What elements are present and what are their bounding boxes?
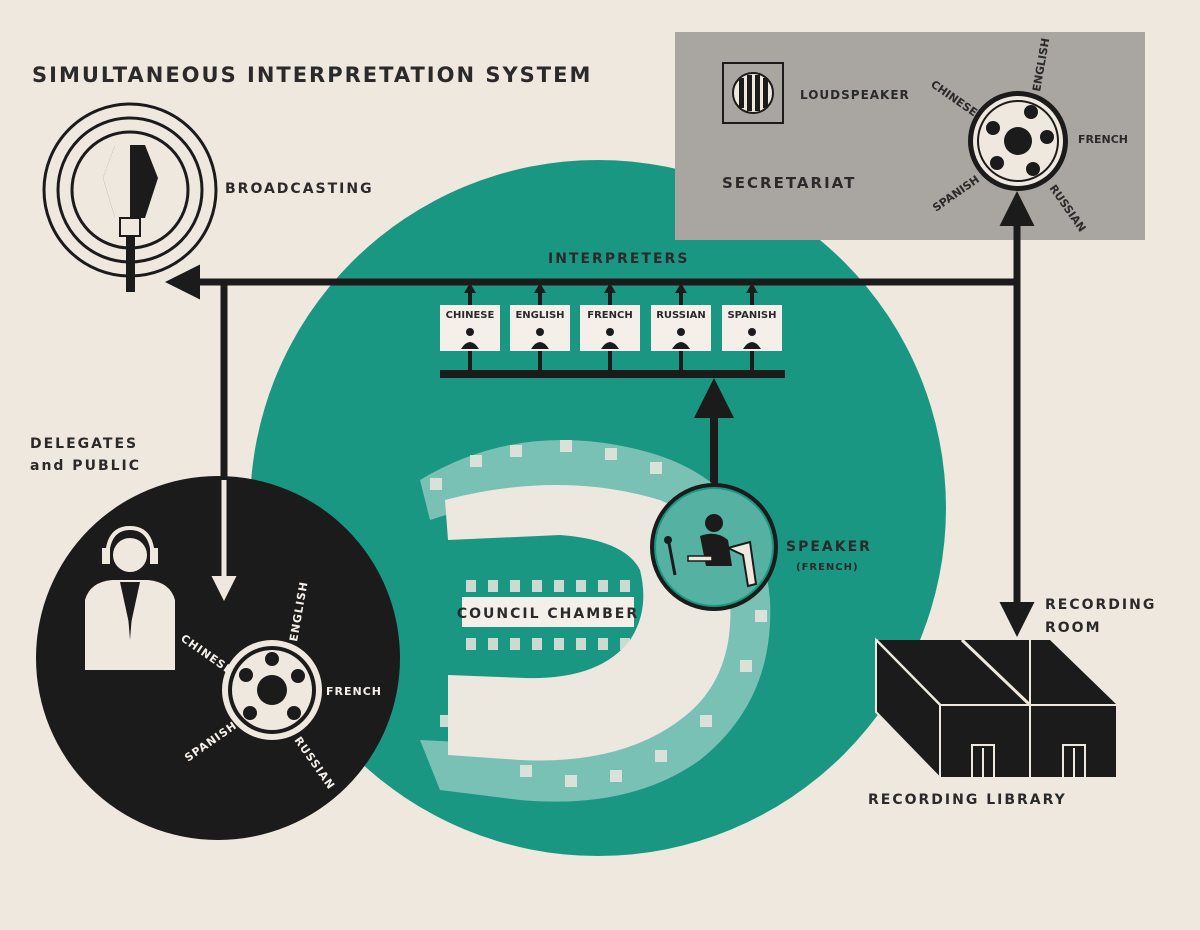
secretariat-label: SECRETARIAT — [722, 174, 856, 192]
council-chamber-label: COUNCIL CHAMBER — [457, 606, 639, 622]
booth-english — [510, 283, 570, 371]
delegates-label-line2: and PUBLIC — [30, 458, 141, 474]
booths-feed-bar — [440, 370, 785, 378]
loudspeaker-icon — [722, 62, 784, 124]
recording-room-line2: ROOM — [1045, 620, 1102, 636]
booth-french — [580, 283, 640, 371]
broadcasting-label: BROADCASTING — [225, 181, 374, 197]
loudspeaker-label: LOUDSPEAKER — [800, 88, 910, 102]
booth-label-english: ENGLISH — [515, 310, 564, 321]
booth-spanish — [722, 283, 782, 371]
delegates-language-dial — [222, 640, 322, 740]
speaker-label: SPEAKER — [786, 539, 872, 555]
recording-library-building-icon — [874, 637, 1118, 781]
broadcasting-microphone-icon — [42, 102, 218, 292]
recording-room-line1: RECORDING — [1045, 597, 1156, 613]
secretariat-panel: LOUDSPEAKER SECRETARIAT CHINESE ENGLISH … — [675, 32, 1145, 240]
secretariat-dial-french: FRENCH — [1078, 133, 1128, 146]
diagram-title: SIMULTANEOUS INTERPRETATION SYSTEM — [32, 63, 592, 87]
delegates-dial-french: FRENCH — [326, 685, 382, 698]
booth-label-french: FRENCH — [587, 310, 632, 321]
booth-chinese — [440, 283, 500, 371]
booth-label-spanish: SPANISH — [727, 310, 776, 321]
booth-russian — [651, 283, 711, 371]
secretariat-language-dial — [968, 91, 1068, 191]
speaker-icon — [650, 483, 778, 611]
speaker-sub-label: (FRENCH) — [796, 562, 859, 573]
interpreters-label: INTERPRETERS — [548, 251, 689, 267]
booth-label-russian: RUSSIAN — [656, 310, 706, 321]
booth-label-chinese: CHINESE — [446, 310, 495, 321]
delegates-label-line1: DELEGATES — [30, 436, 138, 452]
council-chamber-label-box — [462, 597, 634, 627]
listener-headphones-icon — [85, 525, 175, 670]
recording-library-label: RECORDING LIBRARY — [868, 792, 1067, 808]
